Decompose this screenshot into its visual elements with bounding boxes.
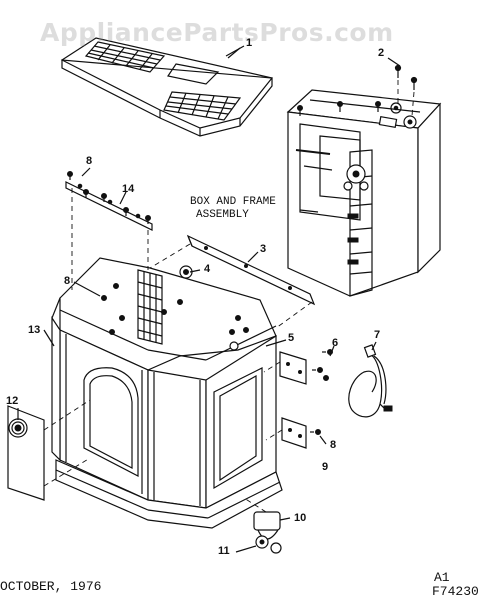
screw-icon [337,101,343,112]
leader-lines [17,45,401,553]
rail-part [149,234,316,329]
callout-13: 13 [28,324,41,336]
screw-icon [177,299,183,305]
callout-8-cabinet: 8 [64,275,71,287]
knob-icon [229,341,239,351]
assembly-label-line-1: BOX AND FRAME [190,196,276,208]
grille-icon [163,91,242,121]
power-cord-icon [348,344,393,418]
caster-icon [243,497,282,554]
screw-icon [235,315,241,321]
grille-icon [84,41,166,73]
callout-2: 2 [378,47,385,59]
callout-7: 7 [374,329,381,341]
screw-icon [119,315,125,321]
callout-8-plate: 8 [330,439,337,451]
callout-4: 4 [204,263,211,275]
callout-5: 5 [288,332,295,344]
screw-icon [101,295,107,301]
callout-9: 9 [322,461,329,473]
callout-3: 3 [260,243,267,255]
knob-icon [390,102,402,114]
screw-icon [394,64,402,78]
screw-icon [83,189,89,198]
footer-revision: A1 [434,570,450,585]
screw-icon [243,327,249,333]
watermark: AppliancePartsPros.com [40,18,394,47]
cabinet-part [51,257,283,529]
callout-8-bracket: 8 [86,155,93,167]
screw-icon [312,367,323,373]
screw-icon [229,329,235,335]
screw-icon [67,171,73,180]
screw-icon [323,375,329,381]
arched-door-panel [83,367,139,477]
lower-plate-part [265,417,321,449]
callout-12: 12 [6,395,19,407]
footer-figure-number: F74230 [432,584,479,599]
screw-icon [161,309,167,315]
screw-icon [310,429,321,435]
callout-10: 10 [294,512,307,524]
screw-icon [113,283,119,289]
assembly-label-line-2: ASSEMBLY [196,209,249,221]
footer-date: OCTOBER, 1976 [0,579,102,594]
back-panel-part [7,399,91,501]
screw-icon [297,105,303,116]
screw-icon [410,76,418,90]
control-cluster [343,164,369,191]
screw-icon [123,207,129,216]
screw-icon [109,329,115,335]
bracket-part [65,171,153,290]
screw-icon [145,215,151,224]
callout-11: 11 [218,545,230,557]
box-and-frame-assembly-part [286,64,442,297]
grille-icon [137,269,163,345]
callout-14: 14 [122,183,135,195]
knob-icon [179,265,193,279]
callout-1: 1 [246,37,253,49]
screw-icon [375,101,381,112]
knob-icon [403,115,417,129]
screw-icon [101,193,107,202]
callout-6: 6 [332,337,339,349]
top-panel-part [60,37,274,137]
